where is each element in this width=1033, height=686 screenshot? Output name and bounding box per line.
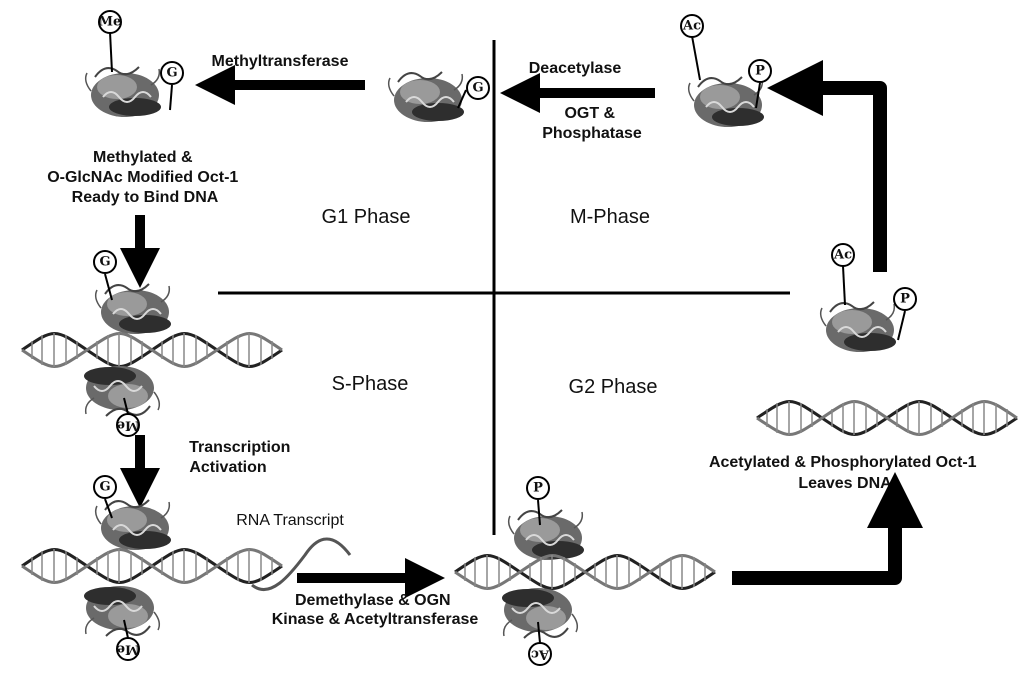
rna-transcript-strand: [251, 537, 352, 592]
protein-transcribing-bottom-me: Me: [83, 585, 161, 661]
acetyl-tag-icon: [680, 14, 704, 38]
acetyl-tag-icon: [528, 642, 552, 666]
methyl-tag-icon: [98, 10, 122, 34]
protein-g1-glcnac: G: [387, 71, 490, 123]
rna-transcript-label: RNA Transcript: [236, 512, 344, 529]
protein-bound-bottom-me: Me: [83, 365, 161, 437]
glcnac-tag-label: G: [99, 255, 110, 270]
phosphate-tag-label: P: [755, 64, 765, 79]
leave-dna-arrow: [732, 472, 923, 585]
ready-state-label: Methylated & O-GlcNAc Modified Oct-1 Rea…: [47, 149, 243, 206]
acetyl-tag-label: Ac: [531, 647, 550, 662]
dna-helix-right: [755, 399, 1019, 437]
glcnac-tag-icon: [93, 250, 117, 274]
demethylase-label: Demethylase & OGN Kinase & Acetyltransfe…: [272, 592, 479, 628]
glcnac-tag-label: G: [99, 480, 110, 495]
protein-leaving-ac-p: Ac P: [819, 243, 917, 353]
transcription-activation-label: Transcription Activation: [189, 439, 295, 476]
dna-helix-g2: [453, 553, 717, 591]
m-phase-return-arrow: [767, 60, 887, 272]
glcnac-tag-icon: [160, 61, 184, 85]
phase-label-m: M-Phase: [570, 206, 650, 228]
leaves-dna-label: Acetylated & Phosphorylated Oct-1 Leaves…: [709, 454, 981, 492]
glcnac-tag-label: G: [472, 81, 483, 96]
glcnac-tag-icon: [93, 475, 117, 499]
phase-label-s: S-Phase: [332, 373, 409, 395]
dna-helix-bound: [20, 331, 284, 369]
methyl-tag-label: Me: [99, 15, 122, 30]
phosphate-tag-icon: [893, 287, 917, 311]
methyltransferase-label: Methyltransferase: [212, 53, 349, 70]
methyl-tag-icon: [116, 637, 140, 661]
dna-helix-transcribing: [20, 547, 284, 585]
acetyl-tag-label: Ac: [833, 248, 852, 263]
protein-bound-top-g: G: [93, 250, 172, 335]
protein-g2-top-p: P: [507, 476, 585, 561]
phosphate-tag-label: P: [533, 481, 543, 496]
glcnac-tag-icon: [466, 76, 490, 100]
phosphate-tag-icon: [526, 476, 550, 500]
methyl-tag-label: Me: [117, 418, 140, 433]
glcnac-tag-label: G: [166, 66, 177, 81]
protein-ready-to-bind: Me G: [84, 10, 184, 118]
ogt-phosphatase-label: OGT & Phosphatase: [542, 105, 642, 142]
phase-label-g1: G1 Phase: [322, 206, 411, 228]
protein-transcribing-top-g: G: [93, 475, 172, 551]
phase-label-g2: G2 Phase: [569, 376, 658, 398]
acetyl-tag-icon: [831, 243, 855, 267]
protein-g2-bottom-ac: Ac: [501, 587, 579, 666]
protein-m-phase-ac-p: Ac P: [680, 14, 772, 128]
methyl-tag-icon: [116, 413, 140, 437]
acetyl-tag-label: Ac: [682, 19, 701, 34]
deacetylase-label: Deacetylase: [529, 60, 622, 77]
methyl-tag-label: Me: [117, 642, 140, 657]
phosphate-tag-label: P: [900, 292, 910, 307]
